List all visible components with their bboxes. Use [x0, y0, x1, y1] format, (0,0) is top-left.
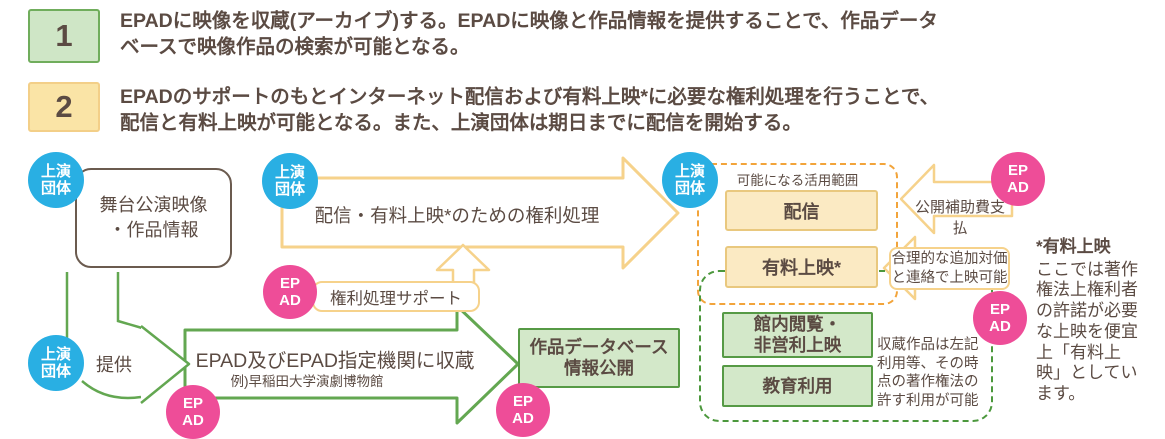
provide-label: 提供	[96, 355, 132, 375]
paid-screening-box: 有料上映*	[725, 246, 878, 288]
step-2-line-2: 配信と有料上映が可能となる。また、上演団体は期日までに配信を開始する。	[120, 112, 802, 134]
provide-arrowhead	[140, 325, 191, 404]
stage-video-line-1: 舞台公演映像	[99, 195, 208, 215]
performer-label-line1: 上演	[40, 163, 71, 180]
epad-circle-rights-support: EP AD	[263, 265, 317, 319]
archive-arrow	[183, 304, 520, 425]
database-line-1: 作品データベース	[529, 337, 669, 357]
footnote-line-7: ます。	[1036, 383, 1086, 403]
performer-circle-top-left: 上演 団体	[28, 152, 84, 208]
performer-label-line2: 団体	[274, 181, 305, 198]
step-2-line-1: EPADのサポートのもとインターネット配信および有料上映*に必要な権利処理を行う…	[120, 86, 940, 108]
step-2-badge: 2	[28, 82, 100, 132]
support-up-arrow	[435, 243, 491, 285]
stage-video-line-2: ・作品情報	[108, 220, 199, 240]
step-2-text: EPADのサポートのもとインターネット配信および有料上映*に必要な権利処理を行う…	[120, 84, 939, 136]
footnote-line-1: ここでは著作	[1036, 259, 1138, 279]
epad-label-line1: EP	[182, 395, 203, 412]
subsidy-arrow-label: 公開補助費支払	[914, 199, 1005, 237]
provide-arrow-bottom-edge	[81, 380, 142, 400]
in-house-box: 館内閲覧・ 非営利上映	[722, 312, 873, 358]
archive-usage-note: 収蔵作品は左記 利用等、その時 点の著作権法の 許す利用が可能	[877, 336, 995, 410]
performer-circle-rights-arrow: 上演 団体	[262, 153, 318, 209]
epad-label-line2: AD	[989, 318, 1011, 335]
performer-label-line1: 上演	[674, 163, 705, 180]
archive-usage-line-2: 利用等、その時	[877, 355, 979, 372]
database-box: 作品データベース 情報公開	[518, 328, 680, 388]
performer-label-line2: 団体	[40, 363, 71, 380]
epad-circle-consideration: EP AD	[973, 291, 1027, 345]
performer-label-line1: 上演	[274, 164, 305, 181]
epad-label-line2: AD	[279, 292, 301, 309]
epad-label-line1: EP	[1007, 162, 1028, 179]
epad-label-line1: EP	[989, 301, 1010, 318]
in-house-line-2: 非営利上映	[753, 335, 842, 355]
epad-label-line2: AD	[512, 410, 534, 427]
epad-label-line2: AD	[1007, 179, 1029, 196]
rights-support-box: 権利処理サポート	[312, 281, 480, 312]
rights-arrow-label: 配信・有料上映*のための権利処理	[314, 205, 600, 226]
distribution-box: 配信	[725, 190, 878, 231]
step-1-line-2: ベースで映像作品の検索が可能となる。	[120, 36, 470, 58]
footnote-line-4: な上映を便宜	[1036, 321, 1138, 341]
footnote-title: *有料上映	[1036, 237, 1111, 256]
archive-usage-line-3: 点の著作権法の	[877, 374, 979, 390]
epad-circle-archive-left: EP AD	[166, 385, 220, 439]
usable-scope-dashed-box	[697, 163, 898, 305]
archive-arrow-label: EPAD及びEPAD指定機関に収蔵	[195, 350, 475, 372]
footnote-line-2: 権法上権利者	[1036, 280, 1138, 300]
epad-label-line2: AD	[182, 412, 204, 429]
performer-circle-scope: 上演 団体	[662, 152, 718, 208]
performer-label-line2: 団体	[674, 180, 705, 197]
rights-processing-arrow	[280, 156, 680, 270]
epad-circle-database: EP AD	[496, 383, 550, 437]
performer-label-line2: 団体	[40, 180, 71, 197]
usable-scope-title: 可能になる活用範囲	[736, 173, 859, 188]
archive-arrow-sublabel: 例)早稲田大学演劇博物館	[230, 374, 384, 389]
epad-circle-subsidy: EP AD	[991, 152, 1045, 206]
step-1-line-1: EPADに映像を収蔵(アーカイブ)する。EPADに映像と作品情報を提供することで…	[120, 10, 938, 32]
paid-screening-footnote: *有料上映 ここでは著作 権法上権利者 の許諾が必要 な上映を便宜 上「有料上 …	[1036, 237, 1164, 405]
elbow-connector-right	[116, 272, 143, 330]
consideration-line-1: 合理的な追加対価	[891, 250, 1008, 267]
in-house-line-1: 館内閲覧・	[753, 314, 842, 334]
step-1-badge: 1	[28, 9, 100, 63]
consideration-line-2: と連絡で上映可能	[891, 269, 1008, 286]
database-line-2: 情報公開	[564, 358, 634, 378]
performer-circle-bottom-left: 上演 団体	[28, 335, 84, 391]
epad-label-line1: EP	[512, 393, 533, 410]
epad-label-line1: EP	[279, 275, 300, 292]
step-1-text: EPADに映像を収蔵(アーカイブ)する。EPADに映像と作品情報を提供することで…	[120, 8, 938, 60]
performer-label-line1: 上演	[40, 346, 71, 363]
footnote-line-5: 上「有料上	[1036, 342, 1121, 362]
archive-usage-line-1: 収蔵作品は左記	[877, 337, 979, 353]
archive-usage-line-4: 許す利用が可能	[877, 392, 979, 409]
footnote-line-3: の許諾が必要	[1036, 301, 1138, 321]
consideration-note-box: 合理的な追加対価 と連絡で上映可能	[889, 247, 1010, 290]
education-box: 教育利用	[722, 365, 873, 407]
footnote-line-6: 映」としてい	[1036, 363, 1138, 383]
stage-video-box: 舞台公演映像 ・作品情報	[75, 168, 232, 268]
